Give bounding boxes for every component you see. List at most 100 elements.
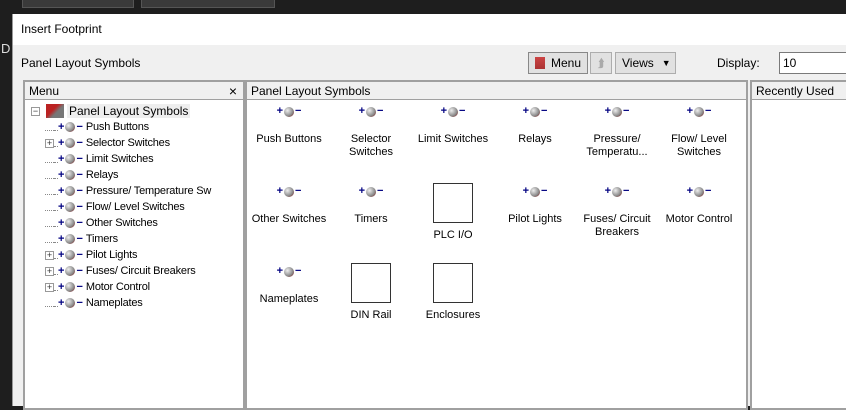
- symbol-cell[interactable]: +− Nameplates: [248, 263, 330, 306]
- folder-up-icon: ⮭: [597, 55, 605, 70]
- symbol-cell[interactable]: +− Limit Switches: [412, 103, 494, 146]
- close-icon[interactable]: ×: [228, 83, 237, 99]
- tree-item-label: Timers: [85, 233, 118, 245]
- component-symbol-icon: +−: [604, 105, 630, 117]
- tree-item[interactable]: + +−Motor Control: [45, 279, 150, 295]
- symbol-cell[interactable]: +− Pilot Lights: [494, 183, 576, 226]
- component-symbol-icon: +−: [522, 185, 548, 197]
- symbol-label: Selector Switches: [348, 133, 394, 158]
- collapse-icon[interactable]: −: [31, 105, 40, 116]
- symbol-label: Flow/ Level Switches: [671, 133, 727, 158]
- views-label: Views: [622, 56, 654, 70]
- expand-icon[interactable]: +: [45, 281, 54, 292]
- top-tab[interactable]: [22, 0, 134, 8]
- symbol-cell[interactable]: +− Relays: [494, 103, 576, 146]
- panel-symbols-icon: [535, 57, 545, 69]
- symbol-label: DIN Rail: [350, 309, 392, 321]
- component-symbol-icon: +−: [58, 249, 83, 261]
- symbol-label: Pressure/ Temperatu...: [586, 133, 648, 158]
- component-symbol-icon: +−: [358, 105, 384, 117]
- up-folder-button[interactable]: ⮭: [590, 52, 612, 74]
- insert-footprint-dialog: Insert Footprint Panel Layout Symbols Me…: [12, 14, 846, 410]
- component-symbol-icon: +−: [58, 297, 83, 309]
- tree-item[interactable]: +−Flow/ Level Switches: [45, 199, 185, 215]
- placeholder-box-icon: [351, 263, 391, 303]
- symbol-label: Timers: [354, 213, 388, 225]
- component-symbol-icon: +−: [440, 105, 466, 117]
- recently-used-header: Recently Used: [752, 82, 846, 100]
- menu-panel-header: Menu ×: [25, 82, 243, 100]
- symbol-label: Limit Switches: [417, 133, 489, 145]
- tree-item-label: Pilot Lights: [85, 249, 138, 261]
- tree-item[interactable]: +−Other Switches: [45, 215, 158, 231]
- placeholder-box-icon: [433, 183, 473, 223]
- component-symbol-icon: +−: [276, 185, 302, 197]
- symbols-panel: Panel Layout Symbols +−Push Buttons+−Sel…: [245, 80, 748, 410]
- chevron-down-icon: ▼: [661, 58, 671, 68]
- tree-item[interactable]: +−Push Buttons: [45, 119, 149, 135]
- component-symbol-icon: +−: [276, 265, 302, 277]
- component-symbol-icon: +−: [58, 153, 83, 165]
- tree-root[interactable]: − Panel Layout Symbols: [31, 103, 191, 119]
- symbol-cell[interactable]: +−Fuses/ Circuit Breakers: [576, 183, 658, 239]
- component-symbol-icon: +−: [358, 185, 384, 197]
- panel-symbols-icon: [46, 104, 64, 118]
- views-dropdown[interactable]: Views ▼: [615, 52, 676, 74]
- tree-item-label: Relays: [85, 169, 119, 181]
- symbol-label: Fuses/ Circuit Breakers: [583, 213, 651, 238]
- component-symbol-icon: +−: [58, 217, 83, 229]
- tree-item-label: Nameplates: [85, 297, 143, 309]
- tree-item[interactable]: +−Relays: [45, 167, 119, 183]
- tree-item[interactable]: + +−Pilot Lights: [45, 247, 137, 263]
- symbol-label: Other Switches: [251, 213, 327, 225]
- tree-item-label: Selector Switches: [85, 137, 170, 149]
- symbol-cell[interactable]: +− Other Switches: [248, 183, 330, 226]
- symbol-cell[interactable]: Enclosures: [412, 263, 494, 322]
- symbol-cell[interactable]: +− Selector Switches: [330, 103, 412, 159]
- recently-used-panel: Recently Used: [750, 80, 846, 410]
- component-symbol-icon: +−: [58, 137, 83, 149]
- symbol-label: Pilot Lights: [508, 213, 562, 225]
- symbol-cell[interactable]: +−Push Buttons: [248, 103, 330, 146]
- tree-item[interactable]: ++−Fuses/ Circuit Breakers: [45, 263, 196, 279]
- tree-root-label: Panel Layout Symbols: [67, 104, 191, 118]
- tree-item[interactable]: +−Timers: [45, 231, 118, 247]
- menu-toggle-button[interactable]: Menu: [528, 52, 588, 74]
- component-symbol-icon: +−: [58, 281, 83, 293]
- component-symbol-icon: +−: [522, 105, 548, 117]
- dialog-title: Insert Footprint: [13, 14, 846, 45]
- display-input[interactable]: [779, 52, 846, 74]
- menu-panel-title: Menu: [29, 84, 60, 98]
- symbol-cell[interactable]: +− Pressure/ Temperatu...: [576, 103, 658, 159]
- component-symbol-icon: +−: [58, 185, 83, 197]
- tree-item-label: Flow/ Level Switches: [85, 201, 185, 213]
- component-symbol-icon: +−: [58, 121, 83, 133]
- symbol-label: Nameplates: [259, 293, 319, 305]
- tree-item-label: Other Switches: [85, 217, 158, 229]
- symbol-label: Relays: [518, 133, 552, 145]
- tree-item[interactable]: +−Pressure/ Temperature Sw: [45, 183, 211, 199]
- symbol-label: PLC I/O: [433, 229, 473, 241]
- menu-panel: Menu × − Panel Layout Symbols +−Push But…: [23, 80, 245, 410]
- display-label: Display:: [717, 56, 760, 70]
- symbol-label: Enclosures: [425, 309, 481, 321]
- tree-item-label: Pressure/ Temperature Sw: [85, 185, 212, 197]
- component-symbol-icon: +−: [686, 105, 712, 117]
- placeholder-box-icon: [433, 263, 473, 303]
- symbol-cell[interactable]: +− Timers: [330, 183, 412, 226]
- symbol-cell[interactable]: PLC I/O: [412, 183, 494, 242]
- tree-item[interactable]: + +−Selector Switches: [45, 135, 170, 151]
- tree-item-label: Motor Control: [85, 281, 150, 293]
- symbol-label: Motor Control: [665, 213, 733, 225]
- expand-icon[interactable]: +: [45, 265, 54, 276]
- tree-item[interactable]: +−Limit Switches: [45, 151, 154, 167]
- symbol-cell[interactable]: DIN Rail: [330, 263, 412, 322]
- top-tab[interactable]: [141, 0, 275, 8]
- symbol-cell[interactable]: +− Flow/ Level Switches: [658, 103, 740, 159]
- expand-icon[interactable]: +: [45, 249, 54, 260]
- symbol-label: Push Buttons: [256, 133, 322, 145]
- tree-item[interactable]: +−Nameplates: [45, 295, 143, 311]
- tree-item-label: Fuses/ Circuit Breakers: [85, 265, 196, 277]
- symbol-cell[interactable]: +−Motor Control: [658, 183, 740, 226]
- expand-icon[interactable]: +: [45, 137, 54, 148]
